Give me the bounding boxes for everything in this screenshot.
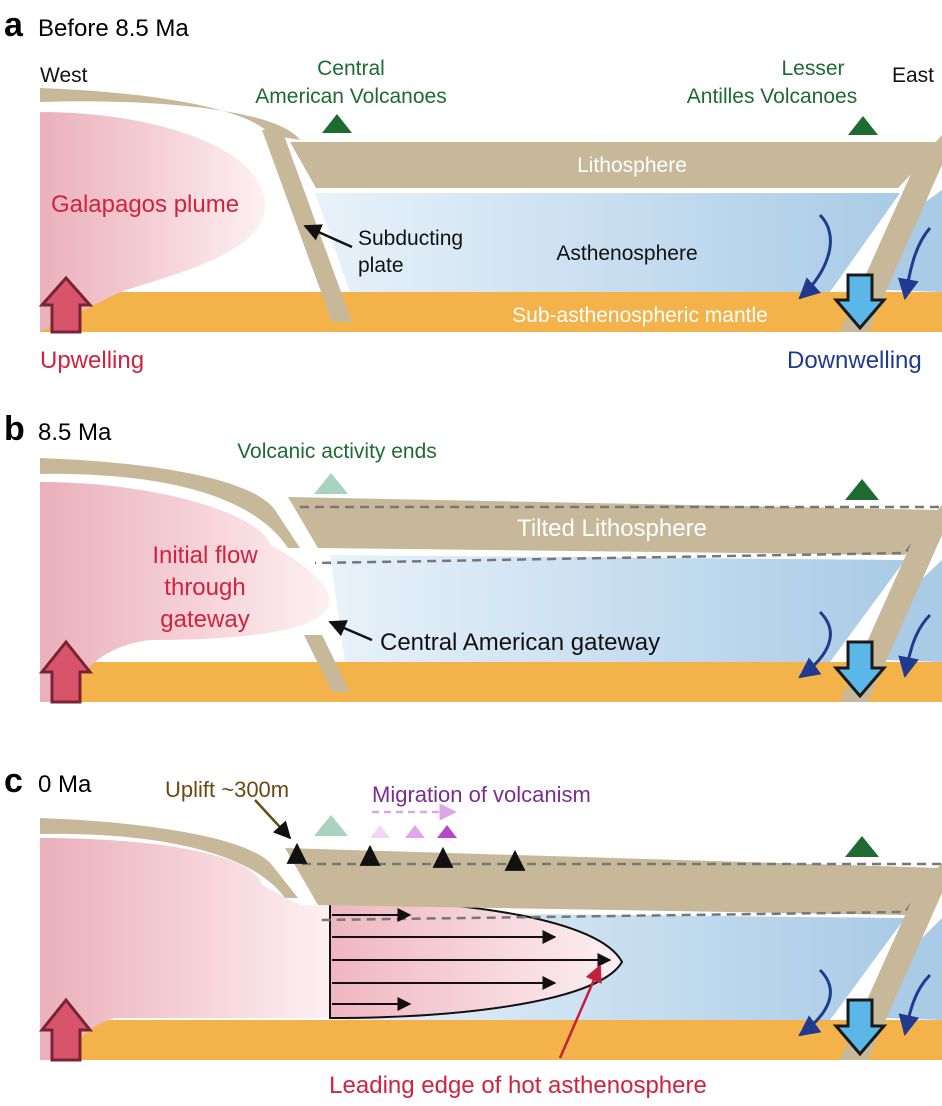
label-lesser-volcanoes-2: Antilles Volcanoes [687,85,857,108]
central-volcano-icon [322,114,352,133]
lesser-antilles-volcano-icon [848,116,878,135]
west-lithosphere [40,88,300,140]
panel-a-title: Before 8.5 Ma [38,15,189,42]
label-initial-flow-3: gateway [160,606,249,633]
tilted-lithosphere [288,497,942,555]
flow-arrow-east [897,227,932,301]
label-lithosphere: Lithosphere [577,154,687,177]
label-east: East [892,64,934,87]
mantle-c [40,1020,942,1060]
mantle-b [40,662,942,702]
migrating-volcano-1-icon [370,825,390,838]
migrating-volcano-3-icon [437,825,457,838]
asthenosphere-b [330,555,905,662]
upwelling-arrow-b-icon [38,639,94,704]
east-asthenosphere-b [885,560,942,662]
upwelling-arrow-icon [38,275,94,334]
uplift-pointer [254,799,292,840]
uplifted-lithosphere [285,848,942,915]
galapagos-plume [40,112,265,332]
asthenosphere-region [315,193,900,292]
label-tilted-lithosphere: Tilted Lithosphere [517,515,707,542]
lithosphere-slab [290,142,942,188]
label-mantle: Sub-asthenospheric mantle [512,304,768,327]
label-downwelling: Downwelling [787,347,922,374]
west-lithosphere-b [40,458,300,548]
extinct-volcano-icon [314,473,348,494]
label-initial-flow-1: Initial flow [152,542,258,569]
label-asthenosphere: Asthenosphere [556,242,697,265]
flow-arrow-west-c [798,968,832,1037]
downwelling-arrow-icon [832,273,888,331]
plume-b [40,482,330,702]
label-uplift: Uplift ~300m [165,777,289,802]
gateway-plate [304,635,350,692]
downwelling-arrow-b-icon [832,640,888,699]
original-outline-c [302,862,942,922]
gateway-pointer [328,620,373,642]
upwelling-arrow-c-icon [38,997,94,1062]
label-migration: Migration of volcanism [372,782,591,807]
label-gateway: Central American gateway [380,629,660,656]
plume-c [40,838,330,1060]
leading-edge-pointer [558,964,602,1059]
label-volcanic-ends: Volcanic activity ends [237,440,437,463]
panel-b: b 8.5 Ma Volcanic activity ends Tilted L… [4,410,942,704]
panel-c: c 0 Ma [4,762,942,1099]
label-initial-flow-2: through [164,574,245,601]
label-leading-edge: Leading edge of hot asthenosphere [329,1072,707,1099]
east-asthenosphere-c [885,918,942,1020]
flow-arrow-east-b [898,613,932,679]
volcano-b-icon [845,479,879,500]
downwelling-arrow-c-icon [832,998,888,1057]
panel-b-title: 8.5 Ma [38,419,112,446]
label-subducting-1: Subducting [358,227,463,250]
flow-arrow-west [798,213,832,300]
label-west: West [40,64,88,87]
label-central-volcanoes-2: American Volcanoes [255,85,446,108]
extinct-volcano-c-icon [314,815,348,836]
panel-a: a Before 8.5 Ma West East Central [4,6,942,374]
panel-b-letter: b [4,410,25,448]
label-subducting-2: plate [358,254,404,277]
west-lithosphere-c [40,818,298,898]
migrating-volcano-2-icon [405,825,425,838]
original-lithosphere-outline [300,505,942,565]
panel-c-letter: c [4,762,23,800]
label-central-volcanoes-1: Central [317,57,385,80]
label-galapagos-plume: Galapagos plume [51,191,239,218]
volcano-c-icon [845,836,879,857]
subducting-pointer [303,224,353,249]
label-upwelling: Upwelling [40,347,144,374]
sub-asthenospheric-mantle [40,292,942,332]
label-lesser-volcanoes-1: Lesser [781,57,844,80]
east-asthenosphere [885,190,942,292]
flow-arrow-east-c [898,973,932,1037]
panel-c-title: 0 Ma [38,771,92,798]
flow-arrow-west-b [798,610,832,679]
panel-a-letter: a [4,6,24,44]
